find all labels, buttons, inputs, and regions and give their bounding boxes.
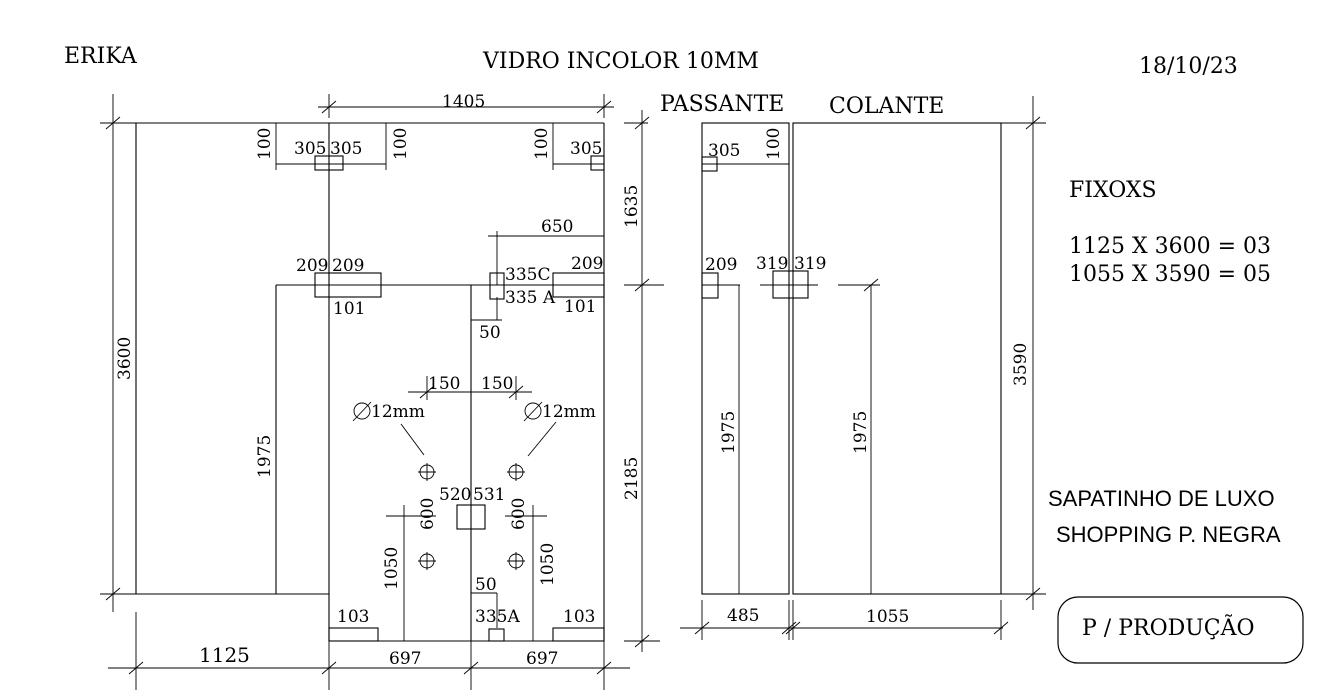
- dim-209-a: 209: [296, 256, 328, 276]
- dim-600-a: 600: [418, 498, 438, 530]
- hole-12mm-right: 12mm: [542, 402, 596, 422]
- dim-3600: 3600: [100, 94, 136, 612]
- dim-top-fittings: 305 305 100 100 100 305: [255, 123, 604, 170]
- colante-319-b: 319: [794, 254, 826, 274]
- dim-handle-heights: 600 600 1050 1050: [382, 498, 558, 641]
- dim-1405: 1405: [442, 92, 485, 112]
- drill-holes: [418, 463, 525, 570]
- dim-150-b: 150: [481, 374, 513, 394]
- fixos-line-1: 1125 X 3600 = 03: [1069, 234, 1271, 259]
- dim-3600-label: 3600: [115, 337, 135, 380]
- production-status-button[interactable]: P / PRODUÇÃO: [1057, 596, 1304, 664]
- dim-531: 531: [473, 485, 505, 505]
- dim-bottom: 1125 697 697: [108, 612, 630, 690]
- drawing-date: 18/10/23: [1139, 54, 1238, 79]
- dim-1635: 1635: [622, 185, 642, 228]
- dim-650-label: 650: [541, 217, 573, 237]
- dim-50-bottom: 50: [475, 575, 497, 595]
- fixos-line-2: 1055 X 3590 = 05: [1069, 262, 1271, 287]
- colante-319-a: 319: [756, 254, 788, 274]
- dim-520: 520: [439, 485, 471, 505]
- passante-100: 100: [764, 128, 784, 160]
- dim-1050-b: 1050: [538, 543, 558, 586]
- dim-600-b: 600: [509, 498, 529, 530]
- hole-callout-left: 12mm: [352, 401, 425, 456]
- dim-top-width: 1405: [318, 92, 614, 118]
- colante-1975: 1975: [851, 411, 871, 454]
- dim-100-b: 100: [391, 128, 411, 160]
- label-colante: COLANTE: [829, 94, 944, 119]
- dim-100-c: 100: [532, 128, 552, 160]
- dim-1125: 1125: [199, 643, 250, 667]
- dim-103-b: 103: [563, 607, 595, 627]
- fixos-title: FIXOXS: [1069, 178, 1157, 203]
- passante-305: 305: [708, 141, 740, 161]
- dim-305-a: 305: [294, 139, 326, 159]
- dim-1050-a: 1050: [382, 547, 402, 590]
- dim-485: 485: [727, 606, 759, 626]
- hole-callout-right: 12mm: [523, 401, 596, 457]
- dim-hole-spacing: 150 150: [408, 374, 532, 400]
- dim-335a-top: 335 A: [505, 288, 556, 308]
- dim-2185: 2185: [622, 457, 642, 500]
- dim-101-a: 101: [333, 299, 365, 319]
- dim-209-c: 209: [571, 254, 603, 274]
- dim-100-a: 100: [255, 128, 275, 160]
- dim-335c: 335C: [505, 265, 550, 285]
- dim-1975-left: 1975: [255, 435, 275, 478]
- passante-1975: 1975: [719, 411, 739, 454]
- dim-209-b: 209: [332, 256, 364, 276]
- dim-150-a: 150: [428, 374, 460, 394]
- passante-209: 209: [705, 255, 737, 275]
- production-status-label: P / PRODUÇÃO: [1082, 613, 1255, 641]
- store-name-line-2: SHOPPING P. NEGRA: [1056, 522, 1281, 547]
- dim-103-a: 103: [337, 607, 369, 627]
- store-name-line-1: SAPATINHO DE LUXO: [1048, 486, 1275, 511]
- dim-650: 650: [488, 217, 604, 285]
- dim-697-a: 697: [389, 649, 421, 669]
- dim-305-c: 305: [570, 139, 602, 159]
- dim-3590: 3590: [1001, 96, 1046, 610]
- label-passante: PASSANTE: [660, 92, 784, 117]
- client-name: ERIKA: [64, 44, 138, 69]
- dim-bottom-right: 485 1055: [680, 600, 1009, 640]
- dim-50-top: 50: [479, 323, 501, 343]
- main-panels: [135, 122, 605, 642]
- dim-3590-label: 3590: [1011, 343, 1031, 386]
- dim-697-b: 697: [526, 649, 558, 669]
- dim-right-heights: 1635 2185: [622, 110, 664, 652]
- dim-1055: 1055: [866, 607, 909, 627]
- colante-panel: 319 319 1975: [756, 122, 1002, 595]
- hole-12mm-left: 12mm: [371, 402, 425, 422]
- dim-101-b: 101: [564, 297, 596, 317]
- dim-305-b: 305: [330, 139, 362, 159]
- passante-panel: 305 100 209 1975: [701, 122, 790, 595]
- material-title: VIDRO INCOLOR 10MM: [482, 49, 759, 74]
- dim-335a-bottom: 335A: [475, 607, 520, 627]
